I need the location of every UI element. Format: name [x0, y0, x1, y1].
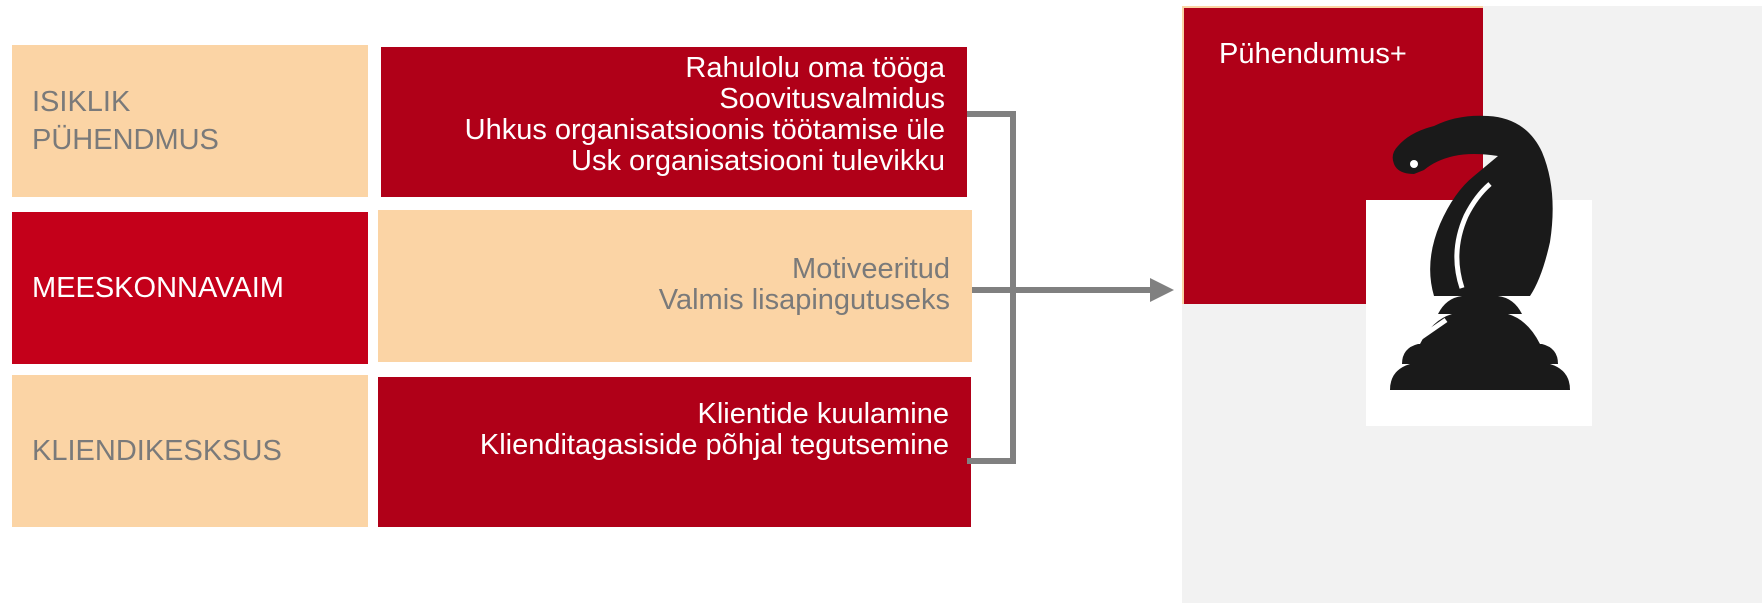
- category-line: KLIENDIKESKSUS: [32, 435, 282, 467]
- items-box-client: Klientide kuulamine Klienditagasiside põ…: [378, 377, 971, 527]
- items-list-personal: Rahulolu oma tööga Soovitusvalmidus Uhku…: [465, 53, 945, 177]
- list-item: Rahulolu oma tööga: [685, 52, 945, 84]
- list-item: Klienditagasiside põhjal tegutsemine: [479, 429, 949, 461]
- list-item: Valmis lisapingutuseks: [658, 284, 950, 316]
- category-label-client: KLIENDIKESKSUS: [32, 432, 282, 470]
- chess-knight-icon: [1390, 115, 1570, 390]
- items-box-personal: Rahulolu oma tööga Soovitusvalmidus Uhku…: [381, 47, 967, 197]
- list-item: Usk organisatsiooni tulevikku: [571, 145, 945, 177]
- list-item: Soovitusvalmidus: [719, 83, 945, 115]
- category-label-personal: ISIKLIK PÜHENDMUS: [32, 83, 219, 159]
- category-box-client: KLIENDIKESKSUS: [12, 375, 368, 527]
- list-item: Klientide kuulamine: [697, 398, 949, 430]
- category-line: PÜHENDMUS: [32, 124, 219, 156]
- category-box-personal: ISIKLIK PÜHENDMUS: [12, 45, 368, 197]
- list-item: Uhkus organisatsioonis töötamise üle: [464, 114, 945, 146]
- result-title: Pühendumus+: [1219, 38, 1407, 70]
- items-list-client: Klientide kuulamine Klienditagasiside põ…: [480, 399, 949, 461]
- arrow-head-icon: [1150, 278, 1174, 302]
- category-line: MEESKONNAVAIM: [32, 272, 284, 304]
- items-box-team: Motiveeritud Valmis lisapingutuseks: [378, 210, 972, 362]
- items-list-team: Motiveeritud Valmis lisapingutuseks: [659, 254, 950, 316]
- category-line: ISIKLIK: [32, 86, 131, 118]
- category-box-team: MEESKONNAVAIM: [12, 212, 368, 364]
- category-label-team: MEESKONNAVAIM: [32, 269, 284, 307]
- list-item: Motiveeritud: [792, 253, 950, 285]
